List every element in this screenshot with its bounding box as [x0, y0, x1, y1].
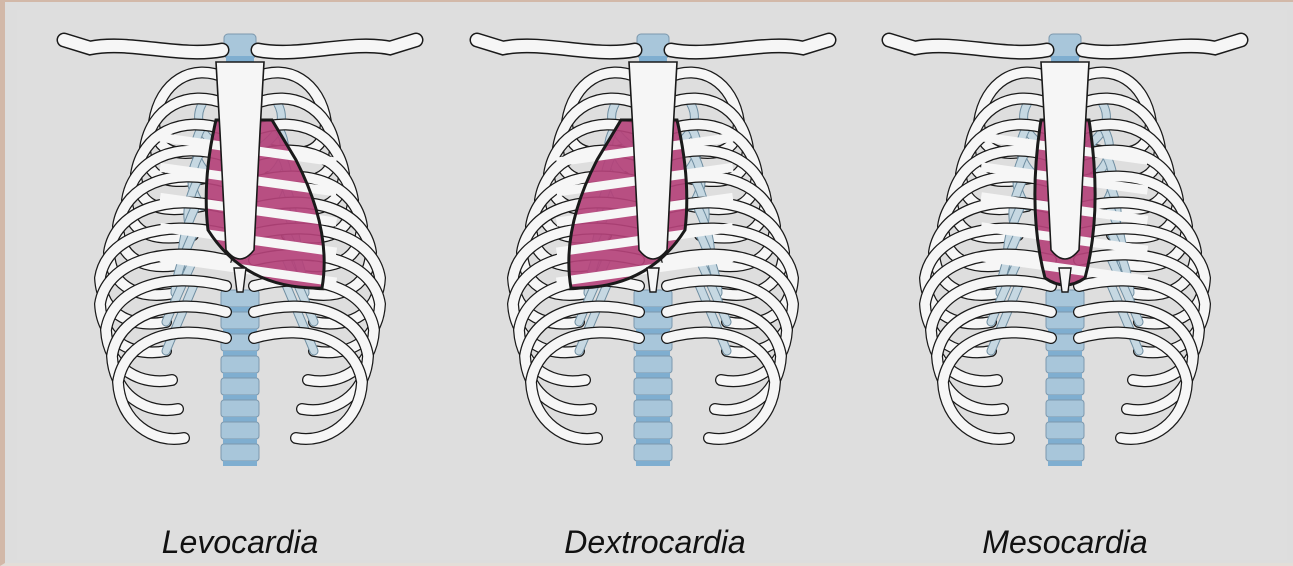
cervical-vertebra — [637, 34, 669, 58]
vertebra — [221, 356, 259, 373]
vertebral-disc — [223, 461, 257, 466]
vertebra — [634, 444, 672, 461]
vertebra — [221, 422, 259, 439]
cervical-vertebra — [224, 34, 256, 58]
vertebral-disc — [1048, 417, 1082, 422]
label-mesocardia: Mesocardia — [915, 524, 1215, 561]
vertebral-disc — [1048, 373, 1082, 378]
vertebra — [1046, 444, 1084, 461]
xiphoid-process — [1059, 268, 1071, 292]
vertebra — [634, 356, 672, 373]
vertebral-disc — [636, 351, 670, 356]
vertebra — [634, 400, 672, 417]
vertebra — [1046, 378, 1084, 395]
xiphoid-process — [234, 268, 246, 292]
vertebral-disc — [1048, 351, 1082, 356]
vertebral-disc — [636, 439, 670, 444]
vertebral-disc — [226, 56, 254, 62]
vertebra — [221, 400, 259, 417]
vertebral-disc — [223, 395, 257, 400]
vertebra — [1046, 422, 1084, 439]
vertebra — [1046, 400, 1084, 417]
vertebra — [221, 444, 259, 461]
ribcage-levo — [64, 34, 416, 466]
ribcage-dextro — [477, 34, 829, 466]
vertebral-disc — [636, 395, 670, 400]
vertebral-disc — [223, 351, 257, 356]
cervical-vertebra — [1049, 34, 1081, 58]
label-levocardia: Levocardia — [90, 524, 390, 561]
vertebral-disc — [223, 439, 257, 444]
vertebral-disc — [636, 417, 670, 422]
vertebra — [634, 378, 672, 395]
vertebra — [221, 378, 259, 395]
vertebral-disc — [223, 417, 257, 422]
vertebral-disc — [636, 373, 670, 378]
vertebral-disc — [639, 56, 667, 62]
vertebra — [634, 422, 672, 439]
vertebral-disc — [1048, 395, 1082, 400]
vertebral-disc — [1048, 439, 1082, 444]
xiphoid-process — [647, 268, 659, 292]
vertebral-disc — [223, 373, 257, 378]
vertebral-disc — [1048, 461, 1082, 466]
vertebral-disc — [636, 461, 670, 466]
vertebra — [1046, 356, 1084, 373]
ribcage-meso — [889, 34, 1241, 466]
label-dextrocardia: Dextrocardia — [505, 524, 805, 561]
vertebral-disc — [1051, 56, 1079, 62]
